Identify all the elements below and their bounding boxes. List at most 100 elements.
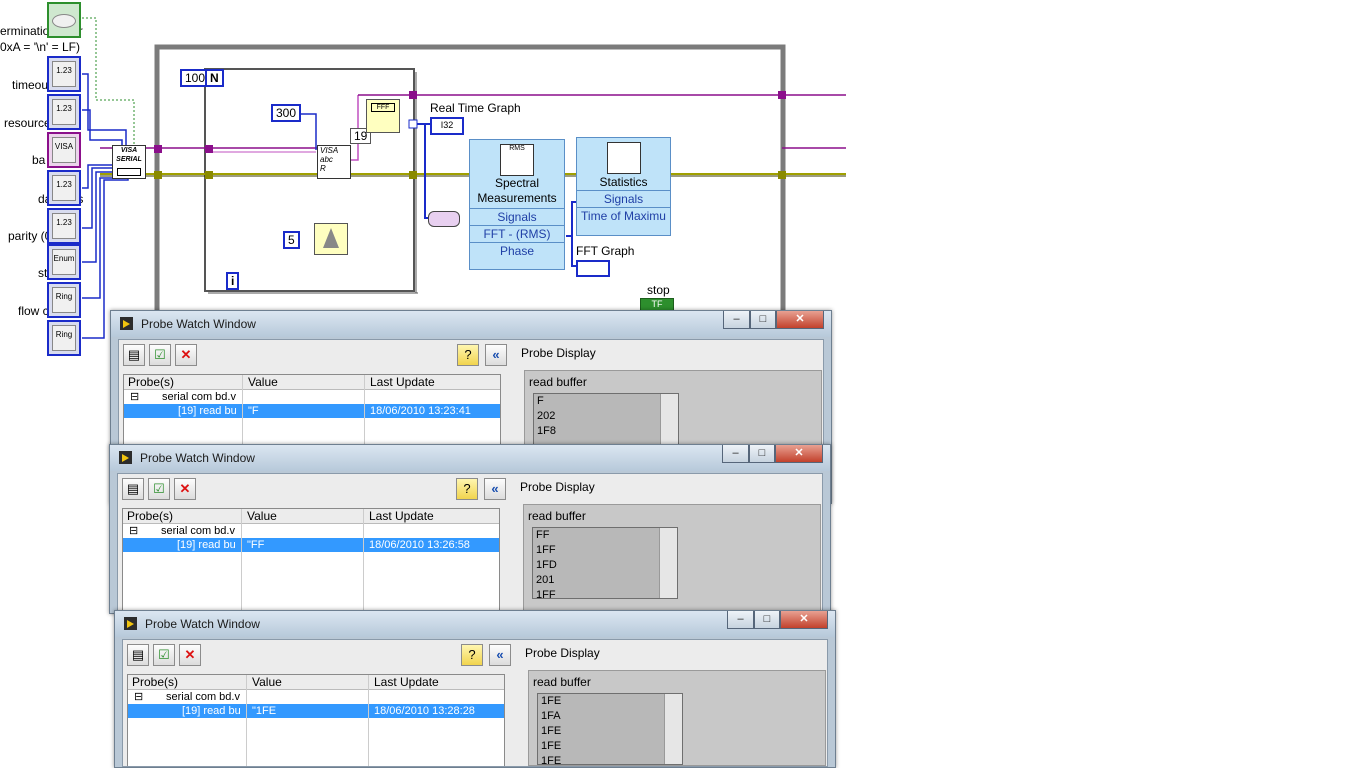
list-item[interactable]: 201 xyxy=(536,574,555,586)
delete-probe-icon[interactable]: ✕ xyxy=(179,644,201,666)
column-value[interactable]: Value xyxy=(248,375,278,389)
waveform-indicator[interactable] xyxy=(428,211,460,227)
flow-control-terminal[interactable]: Ring xyxy=(47,282,81,318)
wait-constant[interactable]: 5 xyxy=(283,231,300,249)
flow-control-2-terminal[interactable]: Ring xyxy=(47,320,81,356)
column-probes[interactable]: Probe(s) xyxy=(127,509,174,523)
minimize-button[interactable]: – xyxy=(723,311,750,329)
list-item[interactable]: 1FF xyxy=(536,544,556,556)
statistics-vi[interactable]: Statistics Signals Time of Maximu xyxy=(576,137,671,236)
read-buffer-list[interactable]: FF 1FF 1FD 201 1FF xyxy=(532,527,678,599)
list-item[interactable]: 202 xyxy=(537,410,556,422)
tunnel-purple-left xyxy=(154,145,162,153)
help-icon[interactable]: ? xyxy=(457,344,479,366)
numeric-icon: 1.23 xyxy=(52,175,76,201)
column-value[interactable]: Value xyxy=(252,675,282,689)
list-item[interactable]: 1FE xyxy=(541,740,562,752)
minimize-button[interactable]: – xyxy=(722,445,749,463)
probe-list[interactable]: Probe(s) Value Last Update ⊟ serial com … xyxy=(127,674,505,766)
data-bits-terminal[interactable]: 1.23 xyxy=(47,170,81,206)
probe-name: [19] read bu xyxy=(177,539,236,551)
help-icon[interactable]: ? xyxy=(461,644,483,666)
spectral-row-fft-rms[interactable]: FFT - (RMS) xyxy=(470,225,564,242)
real-time-graph-indicator[interactable]: I32 xyxy=(430,117,464,135)
fft-graph-indicator[interactable] xyxy=(576,260,610,277)
column-probes[interactable]: Probe(s) xyxy=(128,375,175,389)
tree-parent-row[interactable]: ⊟ serial com bd.v xyxy=(124,390,500,404)
read-buffer-list[interactable]: F 202 1F8 xyxy=(533,393,679,453)
probe-settings-icon[interactable]: ☑ xyxy=(149,344,171,366)
close-button[interactable]: ✕ xyxy=(775,445,823,463)
close-button[interactable]: ✕ xyxy=(780,611,828,629)
table-row[interactable]: [19] read bu "F 18/06/2010 13:23:41 xyxy=(124,404,500,418)
probe-list[interactable]: Probe(s) Value Last Update ⊟ serial com … xyxy=(123,374,501,446)
list-item[interactable]: 1FF xyxy=(536,589,556,599)
delete-probe-icon[interactable]: ✕ xyxy=(175,344,197,366)
tree-collapse-icon[interactable]: ⊟ xyxy=(130,391,140,403)
string-to-number-node[interactable]: FFF xyxy=(366,99,400,133)
tree-collapse-icon[interactable]: ⊟ xyxy=(129,525,139,537)
tree-parent-row[interactable]: ⊟ serial com bd.v xyxy=(123,524,499,538)
delete-probe-icon[interactable]: ✕ xyxy=(174,478,196,500)
window-client: ▤ ☑ ✕ ? « Probe(s) Value Last Update ⊟ s… xyxy=(122,639,828,767)
probe-last-update: 18/06/2010 13:26:58 xyxy=(369,539,470,551)
read-buffer-list[interactable]: 1FE 1FA 1FE 1FE 1FE xyxy=(537,693,683,765)
list-scrollbar[interactable] xyxy=(660,394,678,452)
new-probe-icon[interactable]: ▤ xyxy=(127,644,149,666)
spectral-measurements-vi[interactable]: RMS Spectral Measurements Signals FFT - … xyxy=(469,139,565,270)
byte-count-constant[interactable]: 300 xyxy=(271,104,302,122)
list-item[interactable]: 1FE xyxy=(541,695,562,707)
title-bar: Probe Watch Window – □ ✕ xyxy=(115,611,835,637)
probe-list[interactable]: Probe(s) Value Last Update ⊟ serial com … xyxy=(122,508,500,612)
list-scrollbar[interactable] xyxy=(664,694,682,764)
collapse-display-icon[interactable]: « xyxy=(485,344,507,366)
probe-display-pane: read buffer FF 1FF 1FD 201 1FF xyxy=(523,504,821,612)
statistics-row-signals[interactable]: Signals xyxy=(577,190,670,207)
column-last-update[interactable]: Last Update xyxy=(370,375,435,389)
wait-ms-node[interactable] xyxy=(314,223,348,255)
maximize-button[interactable]: □ xyxy=(749,445,775,463)
resource-terminal[interactable]: 1.23 xyxy=(47,94,81,130)
probe-watch-window-3: Probe Watch Window – □ ✕ ▤ ☑ ✕ ? « Probe… xyxy=(114,610,836,768)
list-item[interactable]: 1FD xyxy=(536,559,557,571)
termination-char-terminal[interactable] xyxy=(47,2,81,38)
probe-settings-icon[interactable]: ☑ xyxy=(148,478,170,500)
column-last-update[interactable]: Last Update xyxy=(374,675,439,689)
new-probe-icon[interactable]: ▤ xyxy=(122,478,144,500)
table-row[interactable]: [19] read bu "FF 18/06/2010 13:26:58 xyxy=(123,538,499,552)
list-scrollbar[interactable] xyxy=(659,528,677,598)
spectral-row-signals[interactable]: Signals xyxy=(470,208,564,225)
tree-parent-row[interactable]: ⊟ serial com bd.v xyxy=(128,690,504,704)
list-item[interactable]: 1F8 xyxy=(537,425,556,437)
list-item[interactable]: 1FA xyxy=(541,710,561,722)
list-item[interactable]: 1FE xyxy=(541,755,562,765)
maximize-button[interactable]: □ xyxy=(750,311,776,329)
parity-terminal[interactable]: 1.23 xyxy=(47,208,81,244)
table-row[interactable]: [19] read bu "1FE 18/06/2010 13:28:28 xyxy=(128,704,504,718)
minimize-button[interactable]: – xyxy=(727,611,754,629)
column-value[interactable]: Value xyxy=(247,509,277,523)
maximize-button[interactable]: □ xyxy=(754,611,780,629)
list-item[interactable]: F xyxy=(537,395,544,407)
close-button[interactable]: ✕ xyxy=(776,311,824,329)
labview-app-icon xyxy=(120,317,133,330)
spectral-row-phase[interactable]: Phase xyxy=(470,242,564,259)
stop-bits-terminal[interactable]: Enum xyxy=(47,244,81,280)
collapse-display-icon[interactable]: « xyxy=(489,644,511,666)
collapse-display-icon[interactable]: « xyxy=(484,478,506,500)
window-client: ▤ ☑ ✕ ? « Probe(s) Value Last Update ⊟ s… xyxy=(117,473,823,613)
column-last-update[interactable]: Last Update xyxy=(369,509,434,523)
new-probe-icon[interactable]: ▤ xyxy=(123,344,145,366)
list-item[interactable]: 1FE xyxy=(541,725,562,737)
tree-collapse-icon[interactable]: ⊟ xyxy=(134,691,144,703)
probe-settings-icon[interactable]: ☑ xyxy=(153,644,175,666)
list-item[interactable]: FF xyxy=(536,529,550,541)
help-icon[interactable]: ? xyxy=(456,478,478,500)
probe-last-update: 18/06/2010 13:23:41 xyxy=(370,405,471,417)
statistics-row-time-of-maximum[interactable]: Time of Maximu xyxy=(577,207,670,224)
baud-terminal[interactable]: VISA xyxy=(47,132,81,168)
timeout-terminal[interactable]: 1.23 xyxy=(47,56,81,92)
column-probes[interactable]: Probe(s) xyxy=(132,675,179,689)
